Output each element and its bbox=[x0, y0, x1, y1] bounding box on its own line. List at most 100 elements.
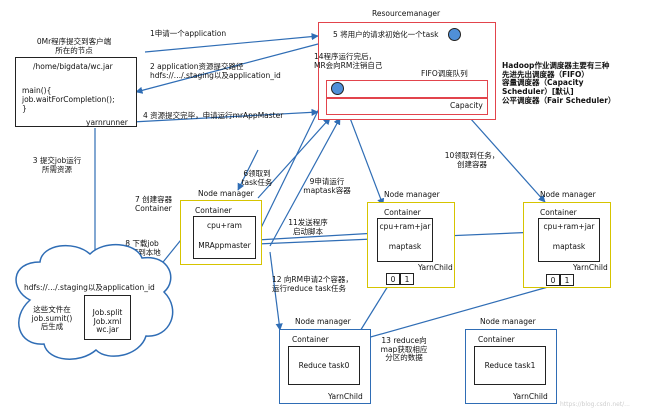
hdfs-note: 这些文件在 job.sumit() 后生成 bbox=[26, 305, 78, 332]
arrow-step12 bbox=[269, 251, 283, 331]
client-label-line2: 所在的节点 bbox=[55, 45, 93, 55]
step5-label: 5 将用户的请求初始化一个task bbox=[333, 30, 439, 39]
step12-label: 12 向RM申请2个容器， 运行reduce task任务 bbox=[272, 275, 353, 293]
node-map2-cpu: cpu+ram+jar bbox=[543, 222, 595, 231]
arrow-step2 bbox=[135, 43, 319, 94]
node-reduce0-container-box bbox=[288, 346, 360, 385]
arrow-step13a bbox=[356, 285, 389, 337]
step2-label: 2 application资源提交路径 hdfs://…/.staging以及a… bbox=[150, 62, 281, 80]
node-reduce0-yarnchild: YarnChild bbox=[328, 392, 363, 401]
step6-line1: 6领取到 bbox=[243, 169, 271, 178]
scheduler-note: Hadoop作业调度器主要有三种 先进先出调度器（FIFO） 容量调度器（Cap… bbox=[502, 61, 616, 105]
step11-label: 11发送程序 启动脚本 bbox=[286, 218, 330, 236]
arrow-step7 bbox=[237, 149, 259, 191]
arrow-step10a bbox=[349, 117, 385, 206]
step3-line1: 3 提交job运行 bbox=[32, 156, 82, 165]
scheduler-line5: 公平调度器（Fair Scheduler） bbox=[502, 95, 616, 105]
file-wc-jar: wc.jar bbox=[96, 325, 119, 335]
job-files-list: Job.split Job.xml wc.jar bbox=[84, 308, 131, 335]
step7-line1: 7 创建容器 bbox=[135, 195, 173, 204]
step13-line2: map获取相应 bbox=[380, 344, 428, 354]
step8-label: 8 下载job 资源到本地 bbox=[120, 239, 164, 257]
rm-title: Resourcemanager bbox=[372, 9, 441, 18]
node-map2-task: maptask bbox=[552, 242, 586, 251]
scheduler-line4: Scheduler）[默认] bbox=[502, 86, 574, 96]
step14-line1: 14程序运行完后， bbox=[314, 52, 377, 61]
step12-line2: 运行reduce task任务 bbox=[272, 283, 346, 293]
node-reduce0-container-label: Container bbox=[292, 335, 329, 344]
node-map1-title: Node manager bbox=[384, 190, 440, 199]
step13-line1: 13 reduce向 bbox=[381, 336, 427, 345]
node-reduce0-title: Node manager bbox=[295, 317, 351, 326]
node-app-container-box bbox=[193, 216, 256, 259]
step8-line1: 8 下载job bbox=[125, 239, 159, 248]
node-reduce1-yarnchild: YarnChild bbox=[513, 392, 548, 401]
node-map1-partition-1: 1 bbox=[400, 273, 414, 285]
step1-label: 1申请一个application bbox=[150, 29, 227, 38]
fifo-label: FIFO调度队列 bbox=[421, 69, 468, 78]
node-map1-container-label: Container bbox=[384, 208, 421, 217]
hdfs-note-line2: job.sumit() bbox=[31, 313, 73, 323]
hdfs-note-line1: 这些文件在 bbox=[33, 305, 71, 314]
node-reduce1-task: Reduce task1 bbox=[484, 361, 536, 370]
step3-line2: 所需资源 bbox=[42, 164, 72, 174]
node-reduce1-container-box bbox=[474, 346, 546, 385]
step9-line1: 9申请运行 bbox=[309, 177, 345, 186]
fifo-queue-bar bbox=[326, 80, 488, 98]
step9-line2: maptask容器 bbox=[303, 185, 351, 195]
job-files-box bbox=[84, 295, 131, 340]
step13-label: 13 reduce向 map获取相应 分区的数据 bbox=[378, 336, 430, 363]
step2-line2: hdfs://…/.staging以及application_id bbox=[150, 70, 281, 80]
capacity-label: Capacity bbox=[450, 101, 483, 110]
step13-line3: 分区的数据 bbox=[385, 353, 423, 363]
jar-path: /home/bigdata/wc.jar bbox=[33, 62, 113, 71]
node-map1-yarnchild: YarnChild bbox=[418, 263, 453, 272]
node-app-title: Node manager bbox=[198, 189, 254, 198]
node-map2-container-label: Container bbox=[540, 208, 577, 217]
node-map2-partition-1: 1 bbox=[560, 274, 574, 286]
code-line-2: job.waitForCompletion(); bbox=[22, 95, 115, 104]
arrow-step6 bbox=[257, 117, 331, 199]
scheduler-line1: Hadoop作业调度器主要有三种 bbox=[502, 61, 610, 70]
arrow-step4 bbox=[131, 108, 319, 123]
file-job-xml: Job.xml bbox=[93, 316, 122, 326]
step9-label: 9申请运行 maptask容器 bbox=[302, 177, 352, 195]
step4-label: 4 资源提交完毕，申请运行mrAppMaster bbox=[143, 111, 284, 120]
node-app-cpu: cpu+ram bbox=[207, 221, 242, 230]
node-map1-container-box bbox=[377, 218, 433, 262]
step8-line2: 资源到本地 bbox=[123, 247, 161, 257]
step7-label: 7 创建容器 Container bbox=[135, 195, 173, 213]
file-job-split: Job.split bbox=[92, 308, 123, 317]
yarnrunner-label: yarnrunner bbox=[86, 118, 128, 127]
code-line-1: main(){ bbox=[22, 86, 52, 95]
step14-line2: MR会向RM注销自己 bbox=[314, 60, 383, 70]
step11-line2: 启动脚本 bbox=[293, 226, 323, 236]
step7-line2: Container bbox=[135, 203, 172, 213]
step2-line1: 2 application资源提交路径 bbox=[150, 62, 244, 71]
step14-label: 14程序运行完后， MR会向RM注销自己 bbox=[314, 52, 383, 70]
client-label-line1: 0Mr程序提交到客户端 bbox=[36, 37, 112, 46]
scheduler-line2: 先进先出调度器（FIFO） bbox=[502, 69, 589, 79]
step6-line2: task任务 bbox=[241, 177, 273, 187]
scheduler-line3: 容量调度器（Capacity bbox=[502, 78, 584, 88]
arrow-step10b bbox=[469, 117, 546, 203]
node-map2-partition-0: 0 bbox=[546, 274, 560, 286]
node-map2-container-box bbox=[538, 218, 600, 262]
client-node-box bbox=[15, 57, 137, 127]
code-line-3: } bbox=[22, 104, 27, 113]
step10-line1: 10领取到任务， bbox=[444, 151, 500, 160]
node-app-container-label: Container bbox=[195, 206, 232, 215]
node-reduce1-container-label: Container bbox=[478, 335, 515, 344]
node-reduce0-task: Reduce task0 bbox=[298, 361, 350, 370]
queue-task-circle-icon bbox=[331, 82, 344, 95]
hdfs-path: hdfs://…/.staging以及application_id bbox=[24, 283, 155, 292]
node-map2-yarnchild: YarnChild bbox=[573, 263, 608, 272]
task-circle-icon bbox=[448, 28, 461, 41]
step6-label: 6领取到 task任务 bbox=[235, 169, 279, 187]
step11-line1: 11发送程序 bbox=[288, 218, 328, 227]
node-map2-title: Node manager bbox=[540, 190, 596, 199]
capacity-queue-bar bbox=[326, 98, 488, 115]
node-reduce1-title: Node manager bbox=[480, 317, 536, 326]
step10-line2: 创建容器 bbox=[457, 159, 487, 169]
